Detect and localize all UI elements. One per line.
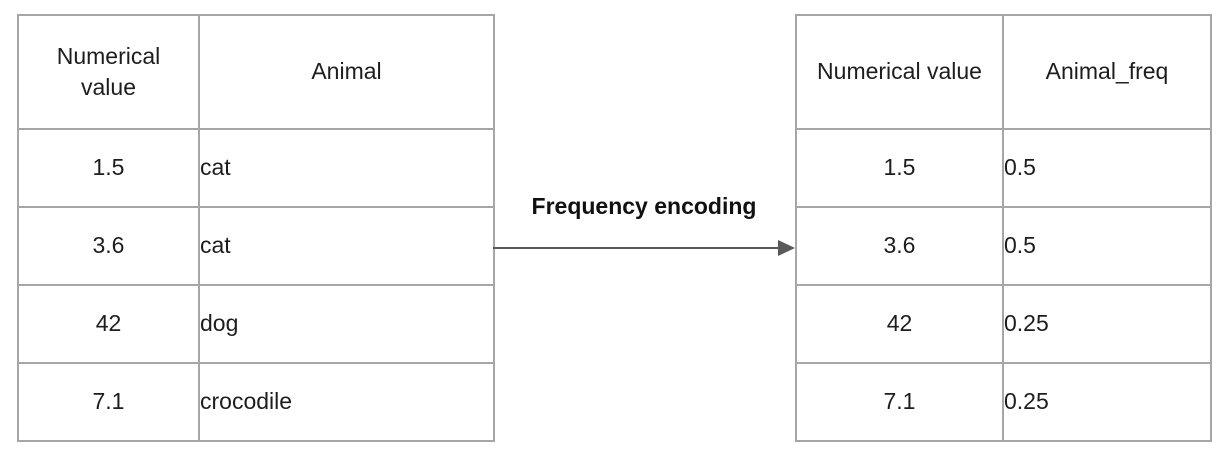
- table-row: 7.1 0.25: [795, 362, 1212, 442]
- arrow-head-icon: [778, 240, 795, 256]
- cell-numerical-value: 7.1: [795, 362, 1004, 442]
- header-numerical-value: Numerical value: [17, 14, 200, 130]
- cell-numerical-value: 3.6: [795, 206, 1004, 286]
- header-animal-freq: Animal_freq: [1002, 14, 1212, 130]
- cell-animal-freq: 0.5: [1002, 128, 1212, 208]
- cell-numerical-value: 7.1: [17, 362, 200, 442]
- table-row: 1.5 0.5: [795, 128, 1212, 208]
- cell-animal: dog: [198, 284, 495, 364]
- cell-numerical-value: 1.5: [795, 128, 1004, 208]
- arrow-shaft: [493, 247, 781, 249]
- table-row: 3.6 0.5: [795, 206, 1212, 286]
- table-row: 42 dog: [17, 284, 495, 364]
- table-header-row: Numerical value Animal_freq: [795, 14, 1212, 130]
- encoded-table: Numerical value Animal_freq 1.5 0.5 3.6 …: [795, 14, 1212, 442]
- right-arrow-icon: [493, 240, 795, 256]
- table-header-row: Numerical value Animal: [17, 14, 495, 130]
- cell-numerical-value: 1.5: [17, 128, 200, 208]
- cell-animal: crocodile: [198, 362, 495, 442]
- cell-animal-freq: 0.25: [1002, 284, 1212, 364]
- table-row: 7.1 crocodile: [17, 362, 495, 442]
- cell-animal-freq: 0.5: [1002, 206, 1212, 286]
- cell-numerical-value: 42: [17, 284, 200, 364]
- cell-numerical-value: 3.6: [17, 206, 200, 286]
- table-row: 1.5 cat: [17, 128, 495, 208]
- cell-numerical-value: 42: [795, 284, 1004, 364]
- header-numerical-value: Numerical value: [795, 14, 1004, 130]
- header-animal: Animal: [198, 14, 495, 130]
- table-row: 3.6 cat: [17, 206, 495, 286]
- cell-animal-freq: 0.25: [1002, 362, 1212, 442]
- transform-label: Frequency encoding: [531, 193, 757, 219]
- table-row: 42 0.25: [795, 284, 1212, 364]
- cell-animal: cat: [198, 206, 495, 286]
- cell-animal: cat: [198, 128, 495, 208]
- source-table: Numerical value Animal 1.5 cat 3.6 cat 4…: [17, 14, 495, 442]
